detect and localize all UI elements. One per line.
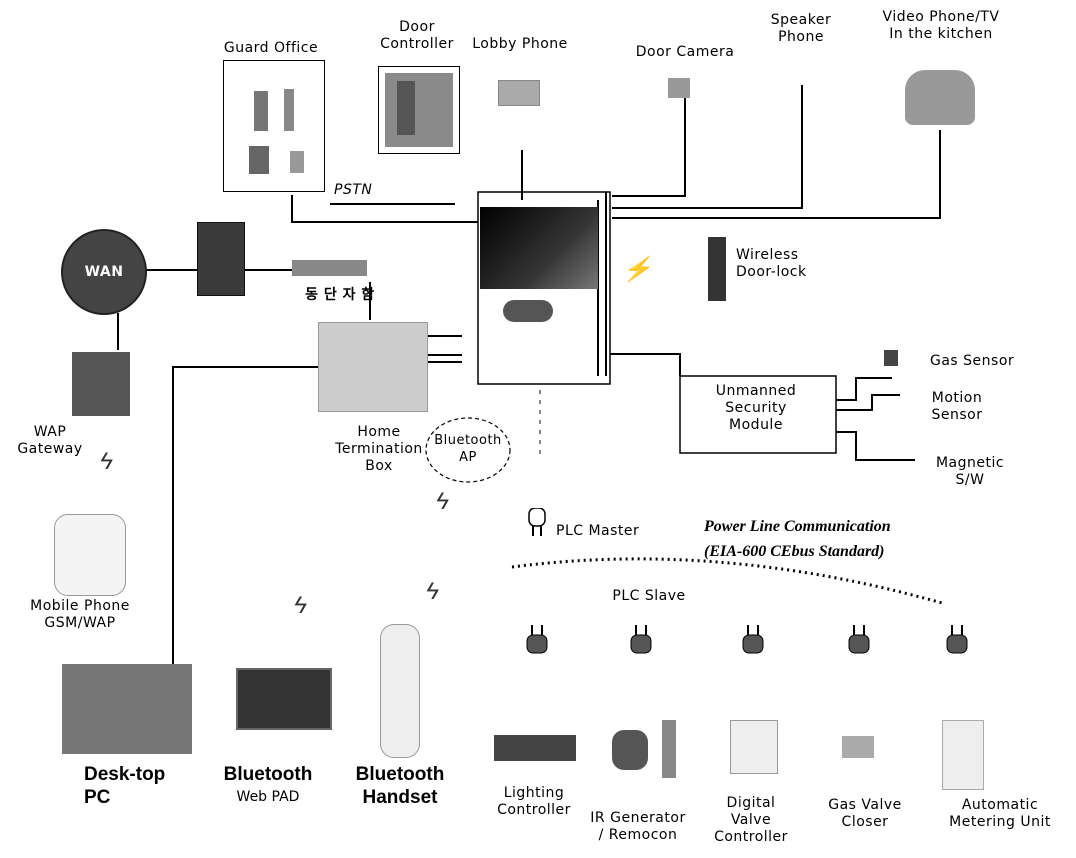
home-server-buttons [503,300,553,322]
door-controller-image [378,66,460,154]
guard-office-label: Guard Office [216,40,326,57]
pstn-label: PSTN [334,182,394,199]
lobby-phone-image [498,80,540,106]
desktop-pc-label: Desk-top PC [84,763,194,809]
video-phone-image [905,70,975,125]
lighting-controller-image [494,735,576,761]
mobile-phone-image [54,514,126,596]
door-camera-label: Door Camera [620,44,750,61]
gas-valve-label: Gas Valve Closer [810,797,920,831]
ir-generator-image [612,730,648,770]
magnetic-sw-label: Magnetic S/W [920,455,1020,489]
unmanned-security-label: Unmanned Security Module [686,383,826,434]
lightning-icon: ϟ [100,450,113,474]
remocon-image [662,720,676,778]
bluetooth-handset-image [380,624,420,758]
korean-box-label: 동 단 자 함 [290,287,390,304]
bluetooth-label: Bluetooth [208,763,328,786]
door-controller-label: Door Controller [372,19,462,53]
plc-slave-plug-icon [944,625,970,666]
lightning-icon: ⚡ [622,258,652,282]
plc-standard: (EIA-600 CEbus Standard) [704,542,885,562]
plc-master-plug-icon [526,508,548,543]
plc-title: Power Line Communication [704,517,891,537]
home-termination-label: Home Termination Box [334,424,424,475]
bluetooth-ap-label: Bluetooth AP [426,432,510,466]
plc-slave-plug-icon [740,625,766,666]
lightning-icon: ϟ [436,490,449,514]
door-camera-image [668,78,690,98]
guard-office-image [223,60,325,192]
plc-master-label: PLC Master [556,523,676,540]
plc-slave-plug-icon [628,625,654,666]
gas-valve-image [842,736,874,758]
digital-valve-label: Digital Valve Controller [696,795,806,846]
router-image [292,260,367,276]
lightning-icon: ϟ [426,580,439,604]
desktop-pc-image [62,664,192,754]
gateway-box-image [197,222,245,296]
wap-gateway-label: WAP Gateway [8,424,92,458]
speaker-phone-label: Speaker Phone [756,12,846,46]
wireless-doorlock-image [708,237,726,301]
bluetooth-handset-label: Bluetooth Handset [340,763,460,809]
gas-sensor-label: Gas Sensor [930,353,1040,370]
plc-slave-plug-icon [846,625,872,666]
wireless-doorlock-label: Wireless Door-lock [736,247,846,281]
metering-unit-label: Automatic Metering Unit [930,797,1070,831]
wap-gateway-image [72,352,130,416]
web-pad-image [236,668,332,730]
plc-slave-plug-icon [524,625,550,666]
home-termination-box-image [318,322,428,412]
wan-label: WAN [80,264,128,281]
home-server-screen [480,207,598,289]
video-phone-label: Video Phone/TV In the kitchen [866,9,1016,43]
web-pad-label: Web PAD [208,789,328,806]
lobby-phone-label: Lobby Phone [470,36,570,53]
lightning-icon: ϟ [294,594,307,618]
plc-slave-label: PLC Slave [594,588,704,605]
motion-sensor-label: Motion Sensor [912,390,1002,424]
lighting-controller-label: Lighting Controller [474,785,594,819]
gas-sensor-image [884,350,898,366]
mobile-phone-label: Mobile Phone GSM/WAP [10,598,150,632]
digital-valve-image [730,720,778,774]
ir-generator-label: IR Generator / Remocon [578,810,698,844]
metering-unit-image [942,720,984,790]
